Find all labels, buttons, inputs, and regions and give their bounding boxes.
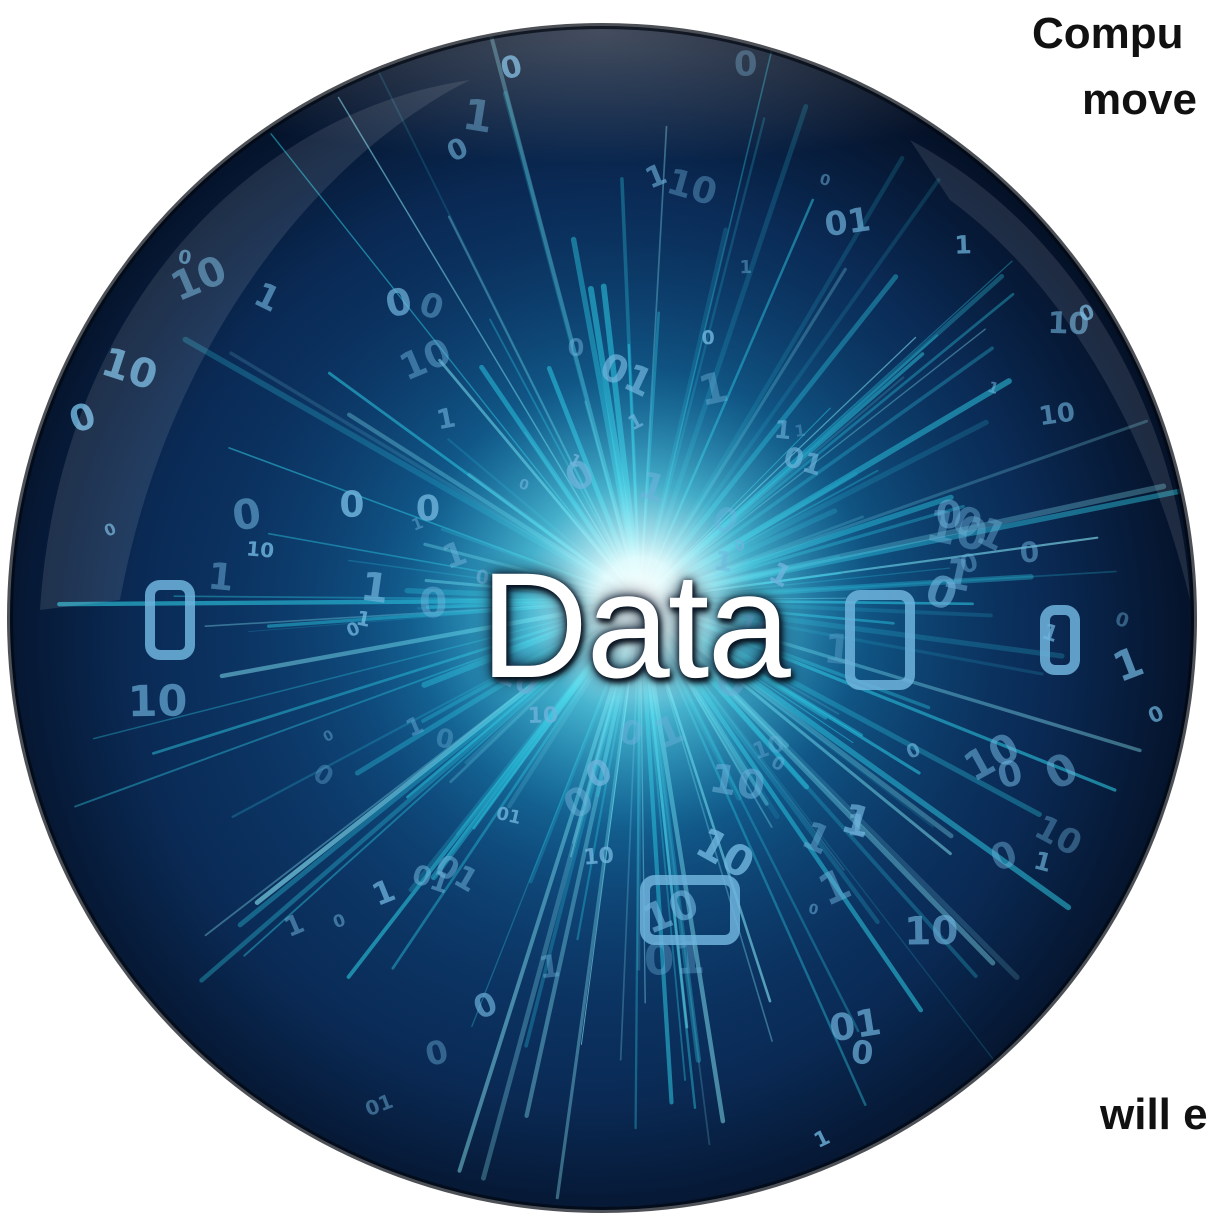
binary-glyph: 0: [807, 901, 820, 919]
binary-glyph: 0: [176, 246, 193, 270]
binary-glyph: 10: [922, 500, 992, 563]
binary-glyph: 0: [517, 476, 531, 494]
binary-glyph: 10: [582, 843, 615, 871]
caption-top-line-2: move: [1082, 75, 1197, 124]
binary-glyph: 10: [706, 755, 769, 810]
binary-glyph: 0: [1018, 535, 1040, 570]
binary-glyph: 1: [793, 421, 807, 441]
binary-glyph: 10: [904, 909, 959, 955]
binary-glyph: 01: [826, 1000, 884, 1051]
binary-glyph: 0: [229, 489, 264, 541]
binary-glyph: 0: [1113, 608, 1132, 633]
binary-glyph: 0: [475, 566, 490, 589]
binary-glyph: 0: [433, 723, 457, 756]
binary-glyph: 0: [339, 484, 365, 525]
caption-bottom-line: will e: [1100, 1090, 1208, 1139]
binary-glyph: 1: [712, 545, 735, 579]
core-glow: [220, 180, 1060, 1020]
left-reflection: [40, 80, 470, 610]
binary-glyph: 1: [773, 415, 793, 446]
binary-glyph: 10: [245, 536, 275, 562]
binary-block-glyph: [845, 590, 915, 690]
binary-glyph: 1: [537, 948, 563, 986]
binary-glyph: 1: [206, 554, 236, 599]
sphere-data-label: Data: [480, 541, 791, 709]
binary-glyph: 1: [954, 230, 972, 260]
binary-glyph: 1: [354, 606, 373, 632]
binary-glyph: 10: [1037, 397, 1077, 432]
binary-glyph: 1: [846, 808, 868, 844]
caption-top-line-1: Compu: [1032, 9, 1184, 58]
binary-glyph: 0: [936, 493, 962, 537]
binary-glyph: 1: [739, 257, 752, 278]
binary-block-glyph: [1040, 605, 1080, 675]
binary-glyph: 0: [701, 327, 715, 349]
binary-glyph: 0: [850, 1033, 875, 1073]
top-gloss: [180, 26, 1020, 230]
binary-glyph: 10: [1047, 306, 1090, 342]
binary-glyph: 0: [732, 535, 747, 555]
binary-block-glyph: [145, 580, 195, 660]
binary-glyph: 1: [358, 564, 392, 613]
binary-glyph: 0: [419, 579, 448, 627]
binary-glyph: 0: [567, 334, 584, 362]
binary-glyph: 10: [127, 676, 188, 727]
binary-block-glyph: [640, 875, 740, 945]
sphere-rim: [7, 23, 1197, 1213]
binary-glyph: 10: [527, 703, 558, 729]
binary-glyph: 0: [415, 489, 440, 529]
